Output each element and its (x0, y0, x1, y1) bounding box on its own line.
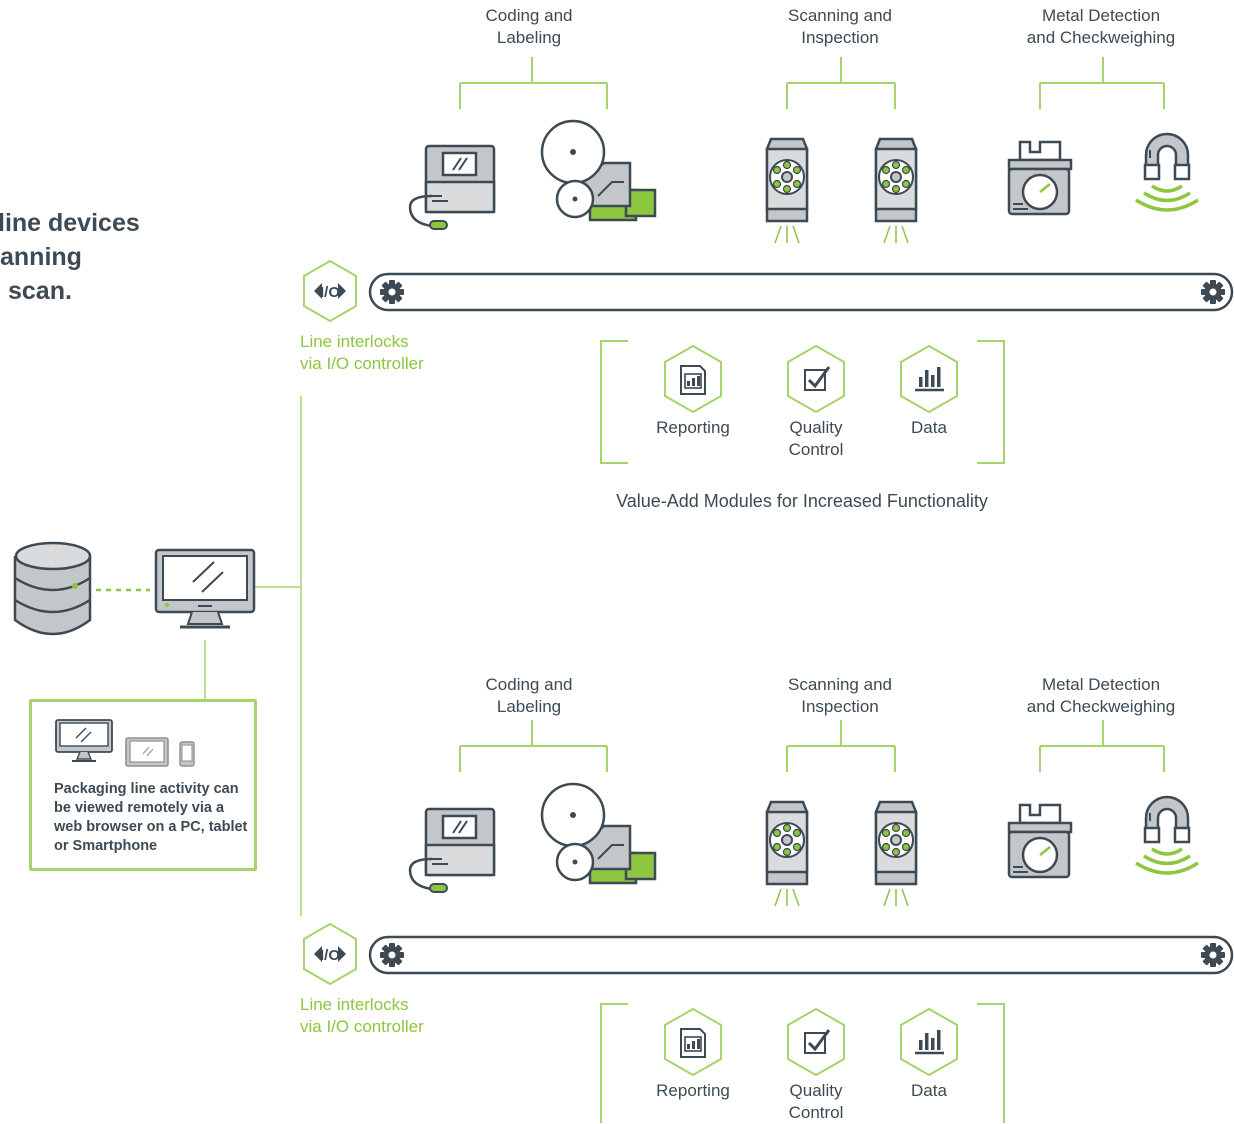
database-icon (13, 541, 92, 636)
remote-viewing-box: Packaging line activity can be viewed re… (29, 699, 257, 871)
devices-icons (55, 719, 195, 767)
desktop-icon (55, 719, 113, 762)
intro-text: line devices anning scan. (0, 206, 198, 308)
network-lines (96, 396, 302, 916)
packaging-line-1 (304, 57, 1232, 463)
module-label-reporting-1: Reporting (656, 418, 730, 437)
intro-line-2: anning (0, 243, 82, 271)
module-label-reporting-2: Reporting (656, 1081, 730, 1100)
monitor-icon (154, 548, 256, 629)
remote-viewing-text: Packaging line activity can be viewed re… (54, 781, 248, 854)
intro-line-1: line devices (0, 209, 140, 237)
smartphone-icon (179, 741, 195, 767)
module-label-data-1: Data (911, 418, 947, 437)
packaging-line-2 (304, 720, 1232, 1123)
modules-caption: Value-Add Modules for Increased Function… (616, 491, 988, 511)
module-label-data-2: Data (911, 1081, 947, 1100)
intro-line-3: scan. (8, 277, 72, 305)
tablet-icon (125, 737, 169, 767)
